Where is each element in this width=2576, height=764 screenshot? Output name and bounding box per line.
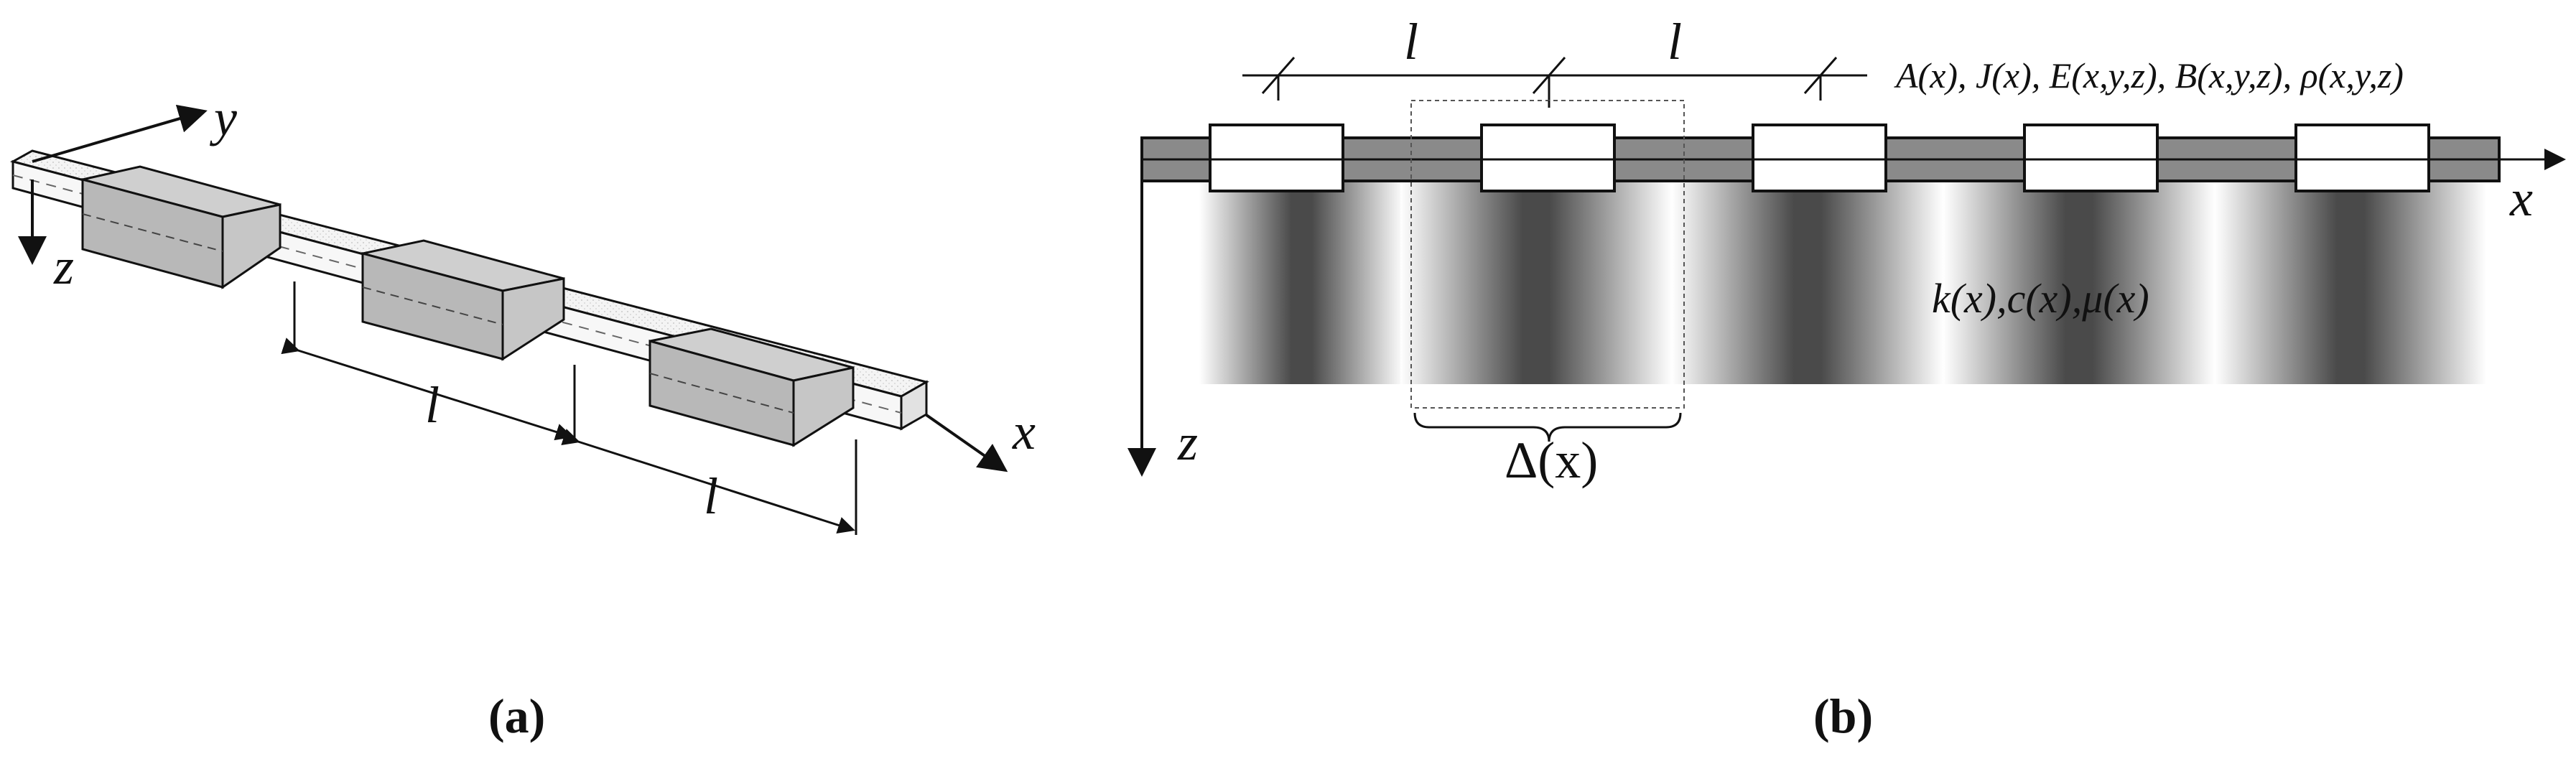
axis-y-label: y (209, 89, 237, 146)
mass-block-b-5 (2294, 124, 2430, 192)
panel-b-periodic-beam: l l A(x), J(x), E(x,y,z), B(x,y,z), ρ(x,… (1127, 13, 2566, 743)
spacing-label-1: l (425, 376, 440, 434)
unit-cell-brace (1413, 412, 1682, 442)
axis-z-b: z (1127, 144, 1198, 477)
axis-x-b-label: x (2509, 169, 2533, 227)
axis-x: x (925, 403, 1036, 472)
foundation-field (1199, 176, 2486, 384)
mass-block-b-4 (2023, 124, 2159, 192)
axis-x-label: x (1012, 403, 1036, 460)
period-label: Δ(x) (1505, 432, 1598, 489)
foundation-band-5 (2215, 176, 2486, 384)
spacing-label-b-1: l (1404, 13, 1418, 70)
foundation-band-4 (1943, 176, 2215, 384)
spacing-label-b-2: l (1668, 13, 1682, 70)
mass-blocks (1209, 124, 2430, 192)
panel-a-isometric-beam: y z x l l (a) (10, 89, 1036, 743)
mass-block-2 (361, 239, 565, 361)
mass-block-b-1 (1209, 124, 1344, 192)
spacing-dimension-1: l (281, 281, 576, 441)
foundation-band-2 (1400, 176, 1672, 384)
axis-x-b: x (1142, 149, 2566, 227)
beam-properties-label: A(x), J(x), E(x,y,z), B(x,y,z), ρ(x,y,z) (1894, 55, 2404, 96)
mass-block-b-2 (1480, 124, 1616, 192)
axis-z-label: z (53, 238, 74, 295)
caption-b: (b) (1813, 689, 1873, 743)
caption-a: (a) (488, 689, 545, 743)
mass-block-b-3 (1752, 124, 1887, 192)
mass-block-1 (81, 165, 282, 289)
foundation-band-1 (1199, 176, 1404, 384)
spacing-dimension-top: l l (1242, 13, 1867, 101)
axis-y: y (32, 89, 237, 163)
axis-z: z (18, 180, 74, 295)
spacing-label-2: l (704, 467, 718, 525)
spacing-dimension-2: l (561, 429, 857, 535)
axis-z-b-label: z (1177, 414, 1198, 471)
mass-block-3 (648, 327, 855, 447)
unit-cell-box: Δ(x) (1410, 100, 1685, 489)
foundation-properties-label: k(x),c(x),μ(x) (1932, 275, 2149, 322)
foundation-band-3 (1672, 176, 1943, 384)
